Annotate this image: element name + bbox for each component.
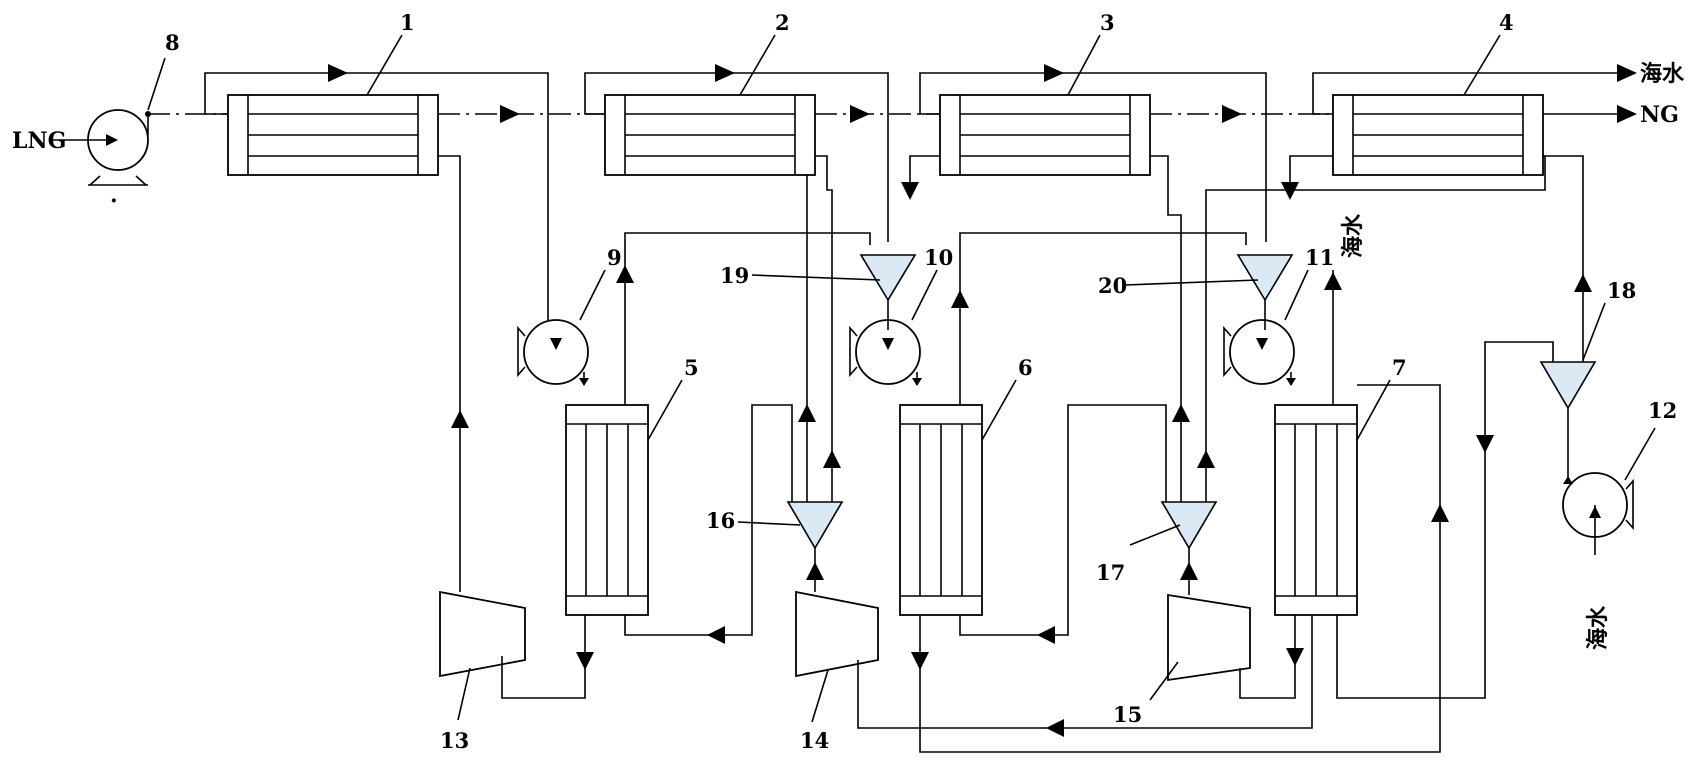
seawater-loop: [1543, 155, 1592, 484]
flow-arrow: [715, 64, 735, 82]
turbine-13: [439, 590, 526, 678]
flow-arrow: [1046, 719, 1064, 737]
flow-arrow: [1256, 338, 1268, 350]
evaporator-7: [1274, 404, 1358, 616]
label-evap5: 5: [684, 355, 699, 380]
heat-exchanger-4: [1332, 94, 1544, 176]
flow-arrow: [1563, 476, 1573, 484]
label-hx1: 1: [400, 10, 415, 35]
label-evap7: 7: [1392, 355, 1407, 380]
flow-arrow: [576, 652, 594, 670]
label-turb13: 13: [440, 728, 469, 753]
flow-arrow: [1617, 105, 1637, 123]
flow-arrow: [1574, 274, 1592, 292]
flow-arrow: [1324, 272, 1342, 290]
flow-arrow: [616, 265, 634, 283]
flow-arrow: [1286, 648, 1304, 666]
heat-exchanger-1: [227, 94, 439, 176]
flow-arrow: [901, 182, 919, 200]
label-pump-lng: 8: [165, 30, 180, 55]
leader-lines: [147, 34, 1656, 723]
label-sep17: 17: [1096, 560, 1125, 585]
label-pump12: 12: [1648, 398, 1677, 423]
flow-arrow: [882, 338, 894, 350]
label-pump9: 9: [607, 245, 622, 270]
flow-arrow: [912, 378, 922, 386]
pump-11: [1223, 319, 1295, 385]
label-lng: LNG: [12, 128, 66, 154]
flow-arrow: [823, 450, 841, 468]
flow-arrow: [1589, 506, 1601, 518]
label-hx2: 2: [775, 10, 790, 35]
flow-arrow: [1044, 64, 1064, 82]
stage-1-piping: [438, 155, 871, 699]
top-loop-lines: [204, 64, 1637, 320]
label-sep16: 16: [706, 508, 735, 533]
label-pump10: 10: [924, 245, 953, 270]
separator-16: [786, 501, 844, 550]
evaporator-5: [565, 404, 649, 616]
stage-2-piping: [798, 155, 1449, 753]
flow-arrow: [798, 404, 816, 422]
turbine-14: [795, 590, 879, 678]
label-sep18: 18: [1607, 278, 1636, 303]
lng-main-line: [148, 105, 1637, 123]
flow-arrow: [1476, 435, 1494, 453]
flow-arrow: [1037, 626, 1055, 644]
flow-arrow: [1180, 562, 1198, 580]
flow-arrow: [1286, 378, 1296, 386]
flow-arrow: [850, 105, 870, 123]
pump-9: [517, 319, 589, 385]
label-evap6: 6: [1018, 355, 1033, 380]
label-seawater-in: 海水: [1585, 605, 1611, 650]
turbine-15: [1167, 593, 1251, 682]
separator-20: [1236, 254, 1294, 302]
flow-arrow: [579, 378, 589, 386]
heat-exchanger-3: [939, 94, 1151, 176]
evaporator-6: [899, 404, 983, 616]
label-turb15: 15: [1113, 702, 1142, 727]
flow-arrow: [550, 338, 562, 350]
separator-18: [1539, 361, 1597, 410]
flow-arrow: [1222, 105, 1242, 123]
flow-arrow: [328, 64, 348, 82]
pump-base-dot: ·: [110, 188, 118, 214]
flow-arrow: [500, 105, 520, 123]
label-ng: NG: [1640, 102, 1679, 128]
lng-pump-8: [52, 109, 151, 186]
label-turb14: 14: [800, 728, 829, 753]
heat-exchanger-2: [604, 94, 816, 176]
stream-labels: LNG NG 海水 海水 海水 ·: [12, 61, 1685, 650]
flow-arrow: [707, 626, 725, 644]
flow-arrow: [1197, 450, 1215, 468]
flow-arrow: [951, 290, 969, 308]
pump-12: [1562, 472, 1634, 555]
flow-arrow: [1281, 182, 1299, 200]
flow-arrow: [1431, 504, 1449, 522]
flow-arrow: [806, 562, 824, 580]
flow-arrow: [1617, 64, 1637, 82]
label-pump11: 11: [1305, 245, 1334, 270]
flow-arrow: [1172, 404, 1190, 422]
label-hx3: 3: [1100, 10, 1115, 35]
separator-17: [1160, 501, 1218, 550]
separator-19: [859, 254, 917, 302]
number-labels: 1 2 3 4 8 5 6 7 9 10 11 12 13 14 15 16 1…: [165, 10, 1677, 753]
pump-10: [849, 319, 921, 385]
label-sep19: 19: [720, 263, 749, 288]
label-seawater-mid: 海水: [1340, 213, 1366, 258]
label-sep20: 20: [1098, 273, 1127, 298]
flow-arrow: [911, 652, 929, 670]
flow-arrow: [106, 134, 118, 146]
label-hx4: 4: [1499, 10, 1514, 35]
flow-arrow: [451, 410, 469, 428]
label-seawater-out: 海水: [1640, 61, 1685, 87]
